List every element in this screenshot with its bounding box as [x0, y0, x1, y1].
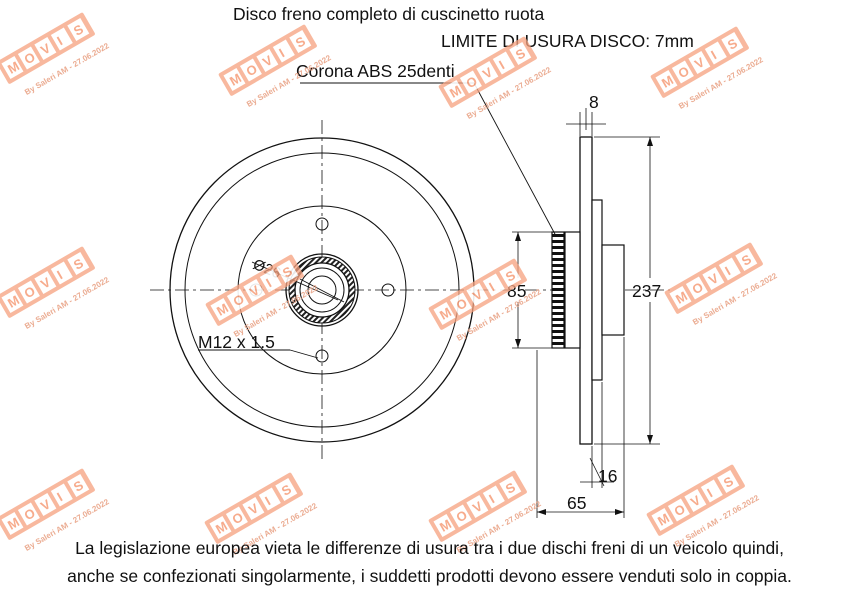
- abs-tone-ring: [551, 231, 565, 349]
- hub-flange-profile: [591, 199, 603, 381]
- side-view: [300, 82, 670, 518]
- bolt-hole-bottom: [315, 349, 329, 363]
- wear-limit-label: LIMITE DI USURA DISCO: 7mm: [441, 31, 694, 51]
- drawing-title: Disco freno completo di cuscinetto ruota: [233, 4, 545, 24]
- disc-friction-ring-outer: [184, 152, 460, 428]
- footer-line-2: anche se confezionati singolarmente, i s…: [67, 566, 792, 586]
- bearing-inner: [299, 267, 345, 313]
- abs-ring-label: Corona ABS 25denti: [296, 61, 455, 81]
- hub-body-profile: [601, 244, 625, 336]
- dim-disc-diameter-label: 237: [632, 281, 661, 301]
- thread-label: M12 x 1.5: [198, 332, 275, 352]
- bolt-hole-top: [315, 217, 329, 231]
- bearing-body-profile: [564, 231, 581, 349]
- hub-outer: [285, 253, 359, 327]
- footer-line-1: La legislazione europea vieta le differe…: [75, 538, 784, 558]
- disc-plate-profile: [579, 136, 593, 445]
- front-view: [150, 120, 500, 460]
- dim-flange-label: 16: [598, 466, 617, 486]
- dim-thickness-label: 8: [589, 92, 599, 112]
- watermark-layer: [0, 8, 780, 562]
- bolt-hole-right: [381, 283, 395, 297]
- dim-height-label: 65: [567, 493, 586, 513]
